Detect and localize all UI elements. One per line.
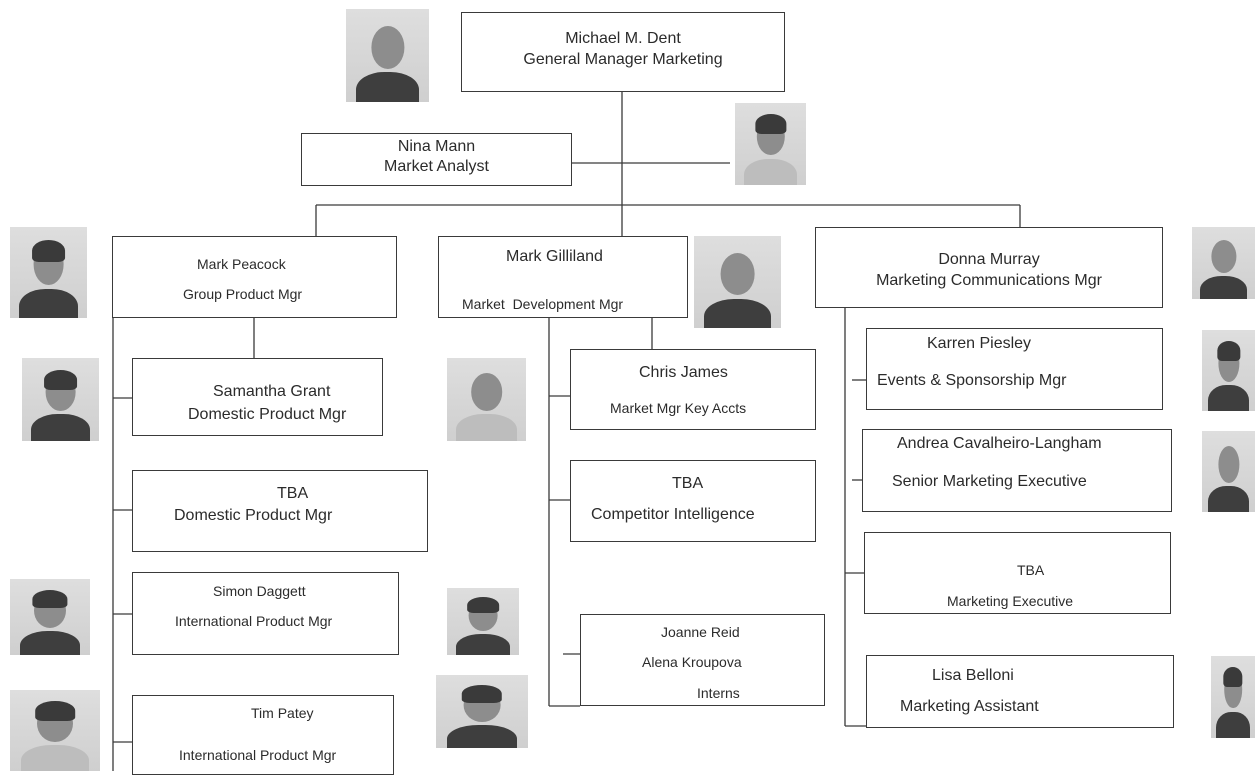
node-role: Events & Sponsorship Mgr (877, 372, 1067, 389)
photo-andrea-cavalheiro-langham (1202, 431, 1255, 512)
node-name: Tim Patey (251, 705, 314, 721)
node-name: Samantha Grant (213, 383, 331, 400)
node-role: Market Development Mgr (462, 296, 624, 312)
photo-samantha-grant (22, 358, 99, 441)
node-name: TBA (277, 485, 309, 502)
photo-lisa-belloni (1211, 656, 1255, 738)
photo-chris-james (447, 358, 526, 441)
photo-nina-mann (735, 103, 806, 185)
node-role: Market Analyst (384, 158, 489, 175)
node-mark-peacock: Mark Peacock Group Product Mgr (112, 236, 397, 318)
node-role: International Product Mgr (175, 613, 333, 629)
node-chris-james: Chris James Market Mgr Key Accts (570, 349, 816, 430)
node-tba-marketing: TBA Marketing Executive (864, 532, 1171, 614)
node-role: Domestic Product Mgr (174, 507, 333, 524)
node-name: TBA (1017, 562, 1045, 578)
node-role: Competitor Intelligence (591, 506, 755, 523)
node-role: General Manager Marketing (523, 51, 723, 68)
node-name: Nina Mann (397, 138, 476, 155)
node-mark-gilliland: Mark Gilliland Market Development Mgr (438, 236, 688, 318)
node-nina-mann: Nina Mann Market Analyst (301, 133, 572, 186)
node-role: Senior Marketing Executive (892, 473, 1087, 490)
photo-mark-peacock (10, 227, 87, 318)
node-tba-competitor: TBA Competitor Intelligence (570, 460, 816, 542)
node-name: Karren Piesley (927, 335, 1032, 352)
node-name: Joanne Reid (661, 624, 740, 640)
node-role: Domestic Product Mgr (188, 406, 347, 423)
photo-michael-dent (346, 9, 429, 102)
node-andrea-cavalheiro-langham: Andrea Cavalheiro-Langham Senior Marketi… (862, 429, 1172, 512)
node-role: International Product Mgr (179, 747, 337, 763)
node-simon-daggett: Simon Daggett International Product Mgr (132, 572, 399, 655)
node-donna-murray: Donna Murray Marketing Communications Mg… (815, 227, 1163, 308)
node-name: Chris James (639, 364, 728, 381)
node-name: Donna Murray (938, 251, 1040, 268)
node-name: Lisa Belloni (932, 667, 1014, 684)
node-role: Interns (697, 685, 740, 701)
node-tim-patey: Tim Patey International Product Mgr (132, 695, 394, 775)
node-name: Alena Kroupova (642, 654, 742, 670)
photo-donna-murray (1192, 227, 1255, 299)
photo-simon-daggett (10, 579, 90, 655)
node-role: Group Product Mgr (183, 286, 303, 302)
node-interns: Joanne Reid Alena Kroupova Interns (580, 614, 825, 706)
photo-joanne-reid (447, 588, 519, 655)
node-samantha-grant: Samantha Grant Domestic Product Mgr (132, 358, 383, 436)
node-lisa-belloni: Lisa Belloni Marketing Assistant (866, 655, 1174, 728)
node-tba-domestic: TBA Domestic Product Mgr (132, 470, 428, 552)
photo-alena-kroupova (436, 675, 528, 748)
photo-mark-gilliland (694, 236, 781, 328)
node-role: Marketing Communications Mgr (876, 272, 1102, 289)
photo-karren-piesley (1202, 330, 1255, 411)
node-karren-piesley: Karren Piesley Events & Sponsorship Mgr (866, 328, 1163, 410)
node-name: Michael M. Dent (565, 30, 681, 47)
node-name: Simon Daggett (213, 583, 306, 599)
node-name: TBA (672, 475, 704, 492)
node-role: Market Mgr Key Accts (610, 400, 747, 416)
node-name: Mark Peacock (197, 256, 286, 272)
node-role: Marketing Executive (947, 593, 1074, 609)
node-role: Marketing Assistant (900, 698, 1039, 715)
node-name: Mark Gilliland (506, 248, 603, 265)
node-michael-dent: Michael M. Dent General Manager Marketin… (461, 12, 785, 92)
photo-tim-patey (10, 690, 100, 771)
node-name: Andrea Cavalheiro-Langham (897, 435, 1102, 452)
